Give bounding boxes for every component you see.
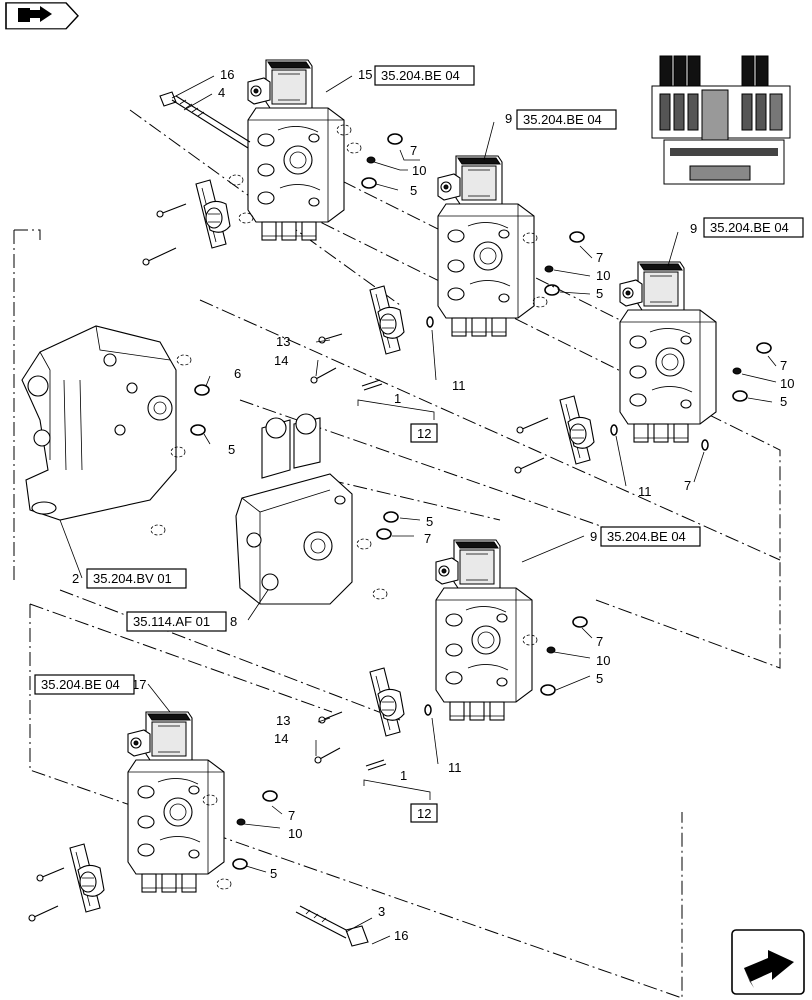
callout-9: 9: [505, 111, 512, 126]
alignment-lines: [13, 109, 781, 999]
tie-bolt-4: [159, 91, 251, 149]
spring-1a: [361, 379, 383, 391]
spring-1b: [365, 759, 387, 771]
assembly-thumbnail: [651, 55, 791, 185]
ref-link-35-114-af-01[interactable]: 35.114.AF 01: [126, 611, 227, 632]
callout-13: 13: [276, 334, 290, 349]
callout-7: 7: [410, 143, 417, 158]
svg-text:12: 12: [417, 806, 431, 821]
plate-right: [559, 395, 595, 465]
valve-section-15: [247, 59, 345, 241]
callout-10: 10: [596, 268, 610, 283]
plate-top-left: [195, 179, 231, 249]
svg-text:35.114.AF 01: 35.114.AF 01: [133, 614, 210, 629]
ref-link-35-204-be-04-right[interactable]: 35.204.BE 04: [703, 217, 804, 238]
callout-15: 15: [358, 67, 372, 82]
inlet-section-2: [21, 325, 177, 521]
svg-text:35.204.BE 04: 35.204.BE 04: [523, 112, 602, 127]
valve-section-9c: [435, 539, 533, 721]
svg-text:35.204.BE 04: 35.204.BE 04: [607, 529, 686, 544]
callout-14: 14: [274, 731, 288, 746]
next-arrow-icon[interactable]: [731, 929, 805, 995]
tie-bolt-3: [295, 905, 369, 947]
callout-10: 10: [288, 826, 302, 841]
screws-top: [142, 203, 187, 266]
svg-text:35.204.BV 01: 35.204.BV 01: [93, 571, 172, 586]
plate-second: [369, 285, 405, 355]
valve-section-8: [235, 413, 353, 605]
callout-numbers: 16 4 15 7 10 5 9 7 10 5 9 7 10 5 13 14 1…: [72, 67, 794, 943]
svg-text:35.204.BE 04: 35.204.BE 04: [710, 220, 789, 235]
callout-7: 7: [288, 808, 295, 823]
callout-17: 17: [132, 677, 146, 692]
callout-9: 9: [690, 221, 697, 236]
callout-16: 16: [394, 928, 408, 943]
callout-9: 9: [590, 529, 597, 544]
valve-section-17: [127, 711, 225, 893]
callout-10: 10: [412, 163, 426, 178]
callout-11: 11: [452, 378, 466, 393]
valve-section-9b: [619, 261, 717, 443]
callout-5: 5: [596, 286, 603, 301]
plate-bottom: [69, 843, 105, 913]
plate-lower: [369, 667, 405, 737]
callout-7: 7: [780, 358, 787, 373]
ref-link-35-204-be-04-second[interactable]: 35.204.BE 04: [516, 109, 617, 130]
callout-5: 5: [426, 514, 433, 529]
callout-3: 3: [378, 904, 385, 919]
ref-link-35-204-be-04-top[interactable]: 35.204.BE 04: [374, 65, 475, 86]
svg-text:12: 12: [417, 426, 431, 441]
ref-link-35-204-be-04-bottom[interactable]: 35.204.BE 04: [34, 674, 135, 695]
callout-5: 5: [780, 394, 787, 409]
group-box-12b: 12: [410, 803, 438, 823]
ref-link-35-204-bv-01[interactable]: 35.204.BV 01: [86, 568, 187, 589]
callout-7: 7: [596, 634, 603, 649]
callout-10: 10: [780, 376, 794, 391]
svg-text:35.204.BE 04: 35.204.BE 04: [381, 68, 460, 83]
callout-11: 11: [638, 484, 652, 499]
valve-section-9a: [437, 155, 535, 337]
callout-4: 4: [218, 85, 225, 100]
callout-5: 5: [596, 671, 603, 686]
callout-5: 5: [228, 442, 235, 457]
callout-7: 7: [596, 250, 603, 265]
back-arrow-icon[interactable]: [5, 2, 79, 30]
callout-2: 2: [72, 571, 79, 586]
group-box-12a: 12: [410, 423, 438, 443]
callout-11: 11: [448, 760, 462, 775]
svg-text:35.204.BE 04: 35.204.BE 04: [41, 677, 120, 692]
callout-1: 1: [394, 391, 401, 406]
leader-lines: [59, 75, 777, 945]
ref-link-35-204-be-04-lower[interactable]: 35.204.BE 04: [600, 526, 701, 547]
callout-7: 7: [424, 531, 431, 546]
callout-5: 5: [270, 866, 277, 881]
callout-1: 1: [400, 768, 407, 783]
callout-8: 8: [230, 614, 237, 629]
callout-16: 16: [220, 67, 234, 82]
callout-6: 6: [234, 366, 241, 381]
callout-7: 7: [684, 478, 691, 493]
callout-13: 13: [276, 713, 290, 728]
callout-5: 5: [410, 183, 417, 198]
callout-14: 14: [274, 353, 288, 368]
callout-10: 10: [596, 653, 610, 668]
